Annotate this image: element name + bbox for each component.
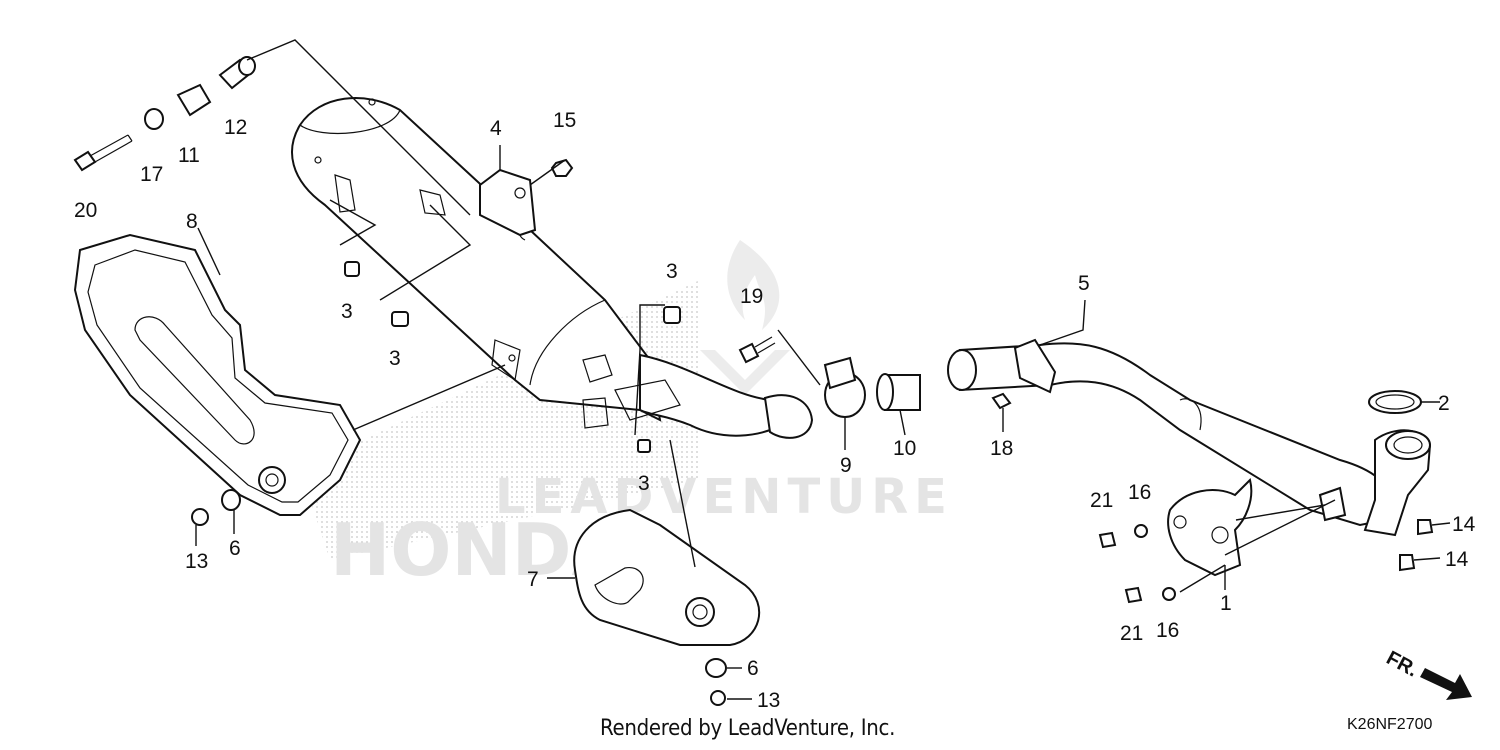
callout-6b: 6: [747, 657, 759, 680]
callout-12: 12: [224, 116, 247, 139]
callout-14a: 14: [1452, 513, 1476, 536]
callout-9: 9: [840, 454, 852, 477]
callout-13a: 13: [185, 550, 208, 573]
rendered-by-credit: Rendered by LeadVenture, Inc.: [600, 716, 896, 741]
callout-11: 11: [178, 144, 200, 167]
heat-guard-8: [73, 233, 362, 516]
callout-1: 1: [1220, 592, 1232, 615]
watermark-text: LEADVENTURE: [495, 469, 953, 525]
front-direction-indicator: FR.: [1383, 647, 1472, 700]
gasket-2: [1368, 390, 1422, 414]
diagram-code: K26NF2700: [1347, 716, 1433, 733]
callout-3b: 3: [389, 347, 401, 370]
callout-16b: 16: [1156, 619, 1179, 642]
callout-2: 2: [1438, 392, 1450, 415]
callout-18: 18: [990, 437, 1013, 460]
callout-3d: 3: [638, 472, 650, 495]
callout-3c: 3: [666, 260, 678, 283]
callout-6a: 6: [229, 537, 241, 560]
callout-4: 4: [490, 117, 502, 140]
callout-21b: 21: [1120, 622, 1143, 645]
callout-21a: 21: [1090, 489, 1113, 512]
callout-20: 20: [74, 199, 97, 222]
exhaust-pipe-5: [947, 338, 1432, 537]
small-hardware: [73, 56, 1434, 706]
callout-15: 15: [553, 109, 576, 132]
callout-7: 7: [527, 568, 539, 591]
callout-numbers: 1 2 3 3 3 3 4 5 6 6 7 8 9 10 11 12 13 13…: [74, 109, 1476, 712]
gasket-10: [876, 373, 921, 411]
callout-13b: 13: [757, 689, 780, 712]
callout-10: 10: [893, 437, 916, 460]
callout-5: 5: [1078, 272, 1090, 295]
callout-17: 17: [140, 163, 163, 186]
leader-lines: [195, 39, 1451, 700]
muffler-body: [291, 97, 814, 439]
clamp-9: [823, 356, 866, 418]
heat-guard-7: [573, 508, 761, 646]
callout-16a: 16: [1128, 481, 1151, 504]
callout-14b: 14: [1445, 548, 1469, 571]
callout-19: 19: [740, 285, 763, 308]
pipe-protector-1: [1167, 478, 1253, 577]
callout-3a: 3: [341, 300, 353, 323]
callout-8: 8: [186, 210, 198, 233]
direction-label: FR.: [1383, 647, 1422, 682]
arrow-right-icon: [1420, 668, 1472, 700]
